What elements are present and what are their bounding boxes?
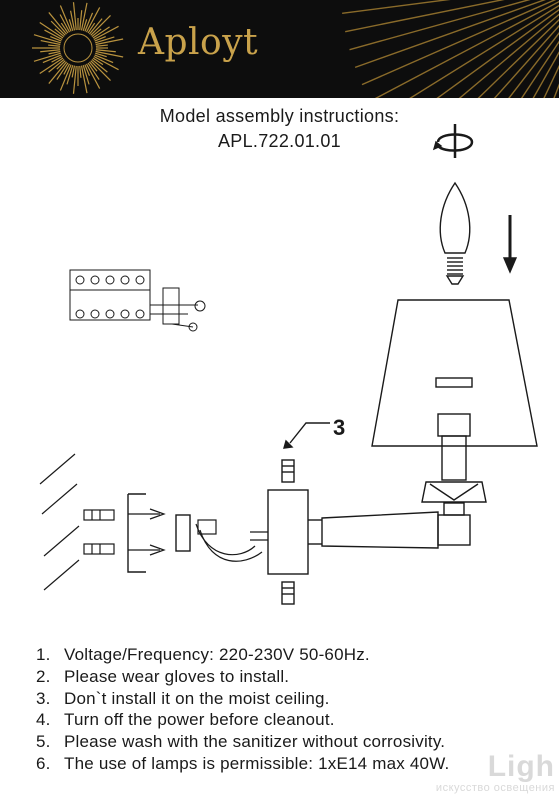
instruction-item: 4.Turn off the power before cleanout. bbox=[36, 710, 335, 730]
candle-bulb-icon bbox=[439, 181, 471, 285]
sunburst-icon bbox=[32, 0, 559, 98]
brand-logo: Aployt bbox=[138, 22, 259, 63]
rotate-screw-icon bbox=[432, 124, 474, 158]
instruction-item: 1.Voltage/Frequency: 220-230V 50-60Hz. bbox=[36, 645, 370, 664]
page-title: Model assembly instructions: bbox=[159, 106, 400, 126]
down-arrow-icon bbox=[502, 215, 518, 274]
wall-hatch bbox=[39, 453, 80, 591]
watermark: Ligh искусство освещения bbox=[435, 750, 555, 795]
header-banner: Aployt bbox=[0, 0, 559, 98]
screw-icon bbox=[128, 508, 166, 556]
instruction-item: 6.The use of lamps is permissible: 1xE14… bbox=[36, 753, 450, 773]
wiring-schematic-icon bbox=[69, 269, 206, 332]
lamp-shade-icon bbox=[371, 299, 538, 546]
wall-anchor-icon bbox=[83, 509, 115, 555]
part-number-label: 3 bbox=[333, 415, 345, 440]
wall-bracket-icon bbox=[127, 459, 439, 605]
instruction-item: 2.Please wear gloves to install. bbox=[36, 666, 290, 686]
instruction-item: 5.Please wash with the sanitizer without… bbox=[36, 732, 446, 752]
assembly-diagram: 3 bbox=[39, 124, 538, 605]
instruction-item: 3.Don`t install it on the moist ceiling. bbox=[36, 688, 330, 708]
part-label-pointer bbox=[283, 422, 330, 449]
model-number: APL.722.01.01 bbox=[217, 131, 341, 151]
instruction-list: 1.Voltage/Frequency: 220-230V 50-60Hz. 2… bbox=[36, 644, 449, 775]
wire-bundle bbox=[195, 519, 268, 562]
